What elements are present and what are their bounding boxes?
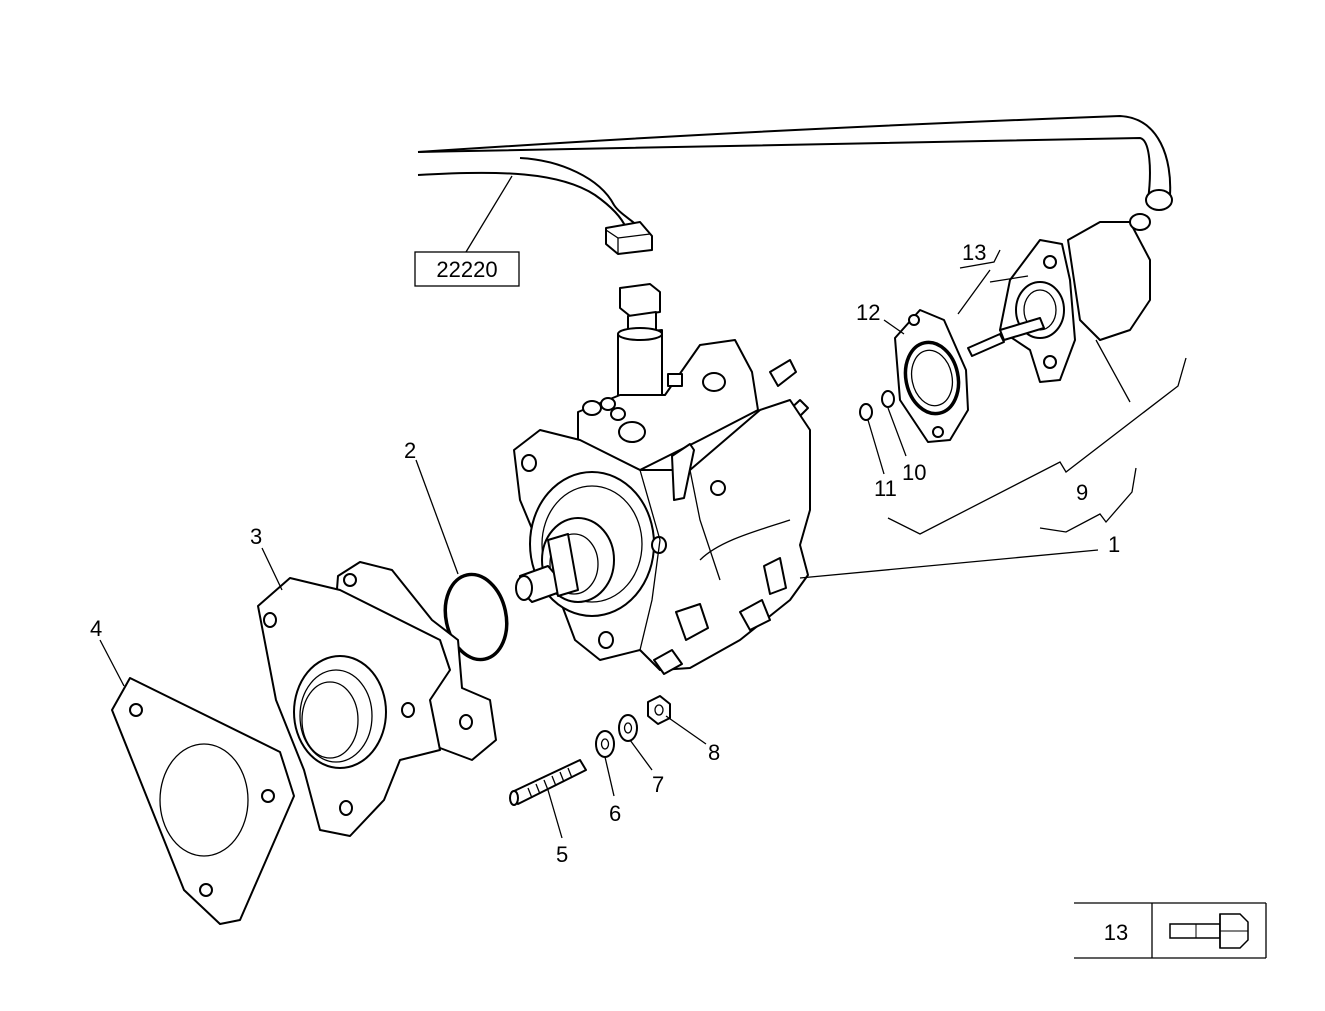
callout-13: 13 — [962, 240, 986, 265]
washer-7 — [618, 714, 638, 742]
gasket — [111, 677, 295, 925]
callout-1: 1 — [1108, 532, 1120, 557]
legend-number: 13 — [1104, 920, 1128, 945]
callout-8: 8 — [708, 740, 720, 765]
nut — [647, 695, 671, 725]
regulator-seal — [894, 309, 969, 443]
bolt-icon — [1169, 913, 1249, 949]
callout-2: 2 — [404, 438, 416, 463]
o-ring-10 — [881, 390, 895, 408]
callout-4: 4 — [90, 616, 102, 641]
leader-lines — [99, 249, 1187, 839]
callout-10: 10 — [902, 460, 926, 485]
washer-6 — [595, 730, 615, 758]
reference-box: 22220 — [414, 175, 520, 287]
callouts: 1 2 3 4 5 6 7 8 9 10 11 12 13 — [90, 240, 1120, 867]
o-ring-11 — [859, 403, 873, 421]
callout-9: 9 — [1076, 480, 1088, 505]
callout-3: 3 — [250, 524, 262, 549]
callout-11: 11 — [874, 476, 897, 501]
adapter-flange — [257, 561, 497, 837]
o-ring — [443, 572, 509, 662]
legend-box: 13 — [1074, 902, 1267, 959]
pressure-regulator — [967, 213, 1151, 383]
callout-12: 12 — [856, 300, 880, 325]
callout-6: 6 — [609, 801, 621, 826]
fuel-pipes — [417, 115, 1173, 255]
callout-7: 7 — [652, 772, 664, 797]
reference-code: 22220 — [436, 257, 497, 282]
high-pressure-pump — [513, 283, 811, 675]
stud — [509, 759, 587, 806]
callout-5: 5 — [556, 842, 568, 867]
